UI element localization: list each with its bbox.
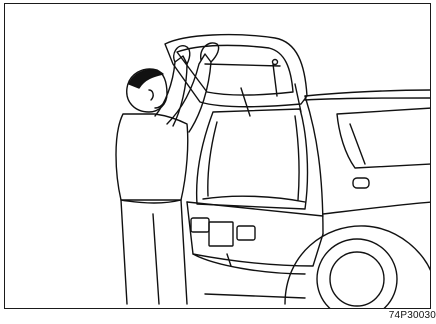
side-window [337, 108, 431, 168]
car-body [205, 90, 431, 309]
left-tail-light [191, 218, 209, 232]
wheel-arch [285, 226, 431, 304]
person-figure [116, 43, 219, 304]
rear-bumper [187, 202, 323, 274]
door-handle [353, 178, 369, 188]
illustration-frame [4, 3, 431, 309]
wiper [273, 64, 277, 96]
license-plate [209, 222, 233, 246]
right-leg [181, 200, 187, 304]
tailgate-illustration [5, 4, 431, 309]
cargo-opening [197, 109, 308, 209]
person-torso [116, 114, 188, 200]
figure-code: 74P30030 [389, 310, 436, 321]
rear-wheel [317, 239, 397, 309]
cargo-area [197, 84, 308, 209]
left-leg [121, 200, 127, 304]
right-tail-light [237, 226, 255, 240]
